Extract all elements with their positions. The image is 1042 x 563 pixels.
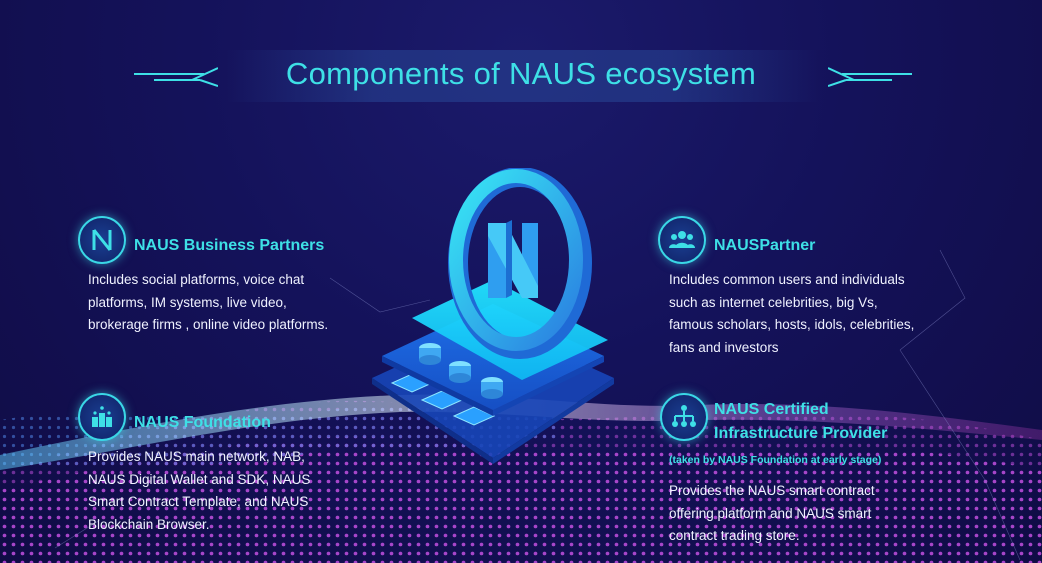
infrastructure-heading-line1: NAUS Certified [714, 401, 829, 418]
foundation-description: Provides NAUS main network, NAB, NAUS Di… [88, 446, 388, 536]
description-line: Provides the NAUS smart contract [669, 483, 875, 498]
people-group-icon [658, 216, 706, 264]
podium-icon [78, 393, 126, 441]
infrastructure-heading-line2: Infrastructure Provider [714, 425, 888, 442]
naus-partner-description: Includes common users and individuals su… [669, 269, 969, 359]
description-line: contract trading store. [669, 528, 800, 543]
business-partners-heading: NAUS Business Partners [134, 237, 325, 254]
description-line: Includes social platforms, voice chat [88, 272, 305, 287]
description-line: brokerage firms , online video platforms… [88, 317, 329, 332]
title-banner [225, 50, 820, 102]
description-line: NAUS Digital Wallet and SDK, NAUS [88, 471, 311, 487]
title-left-decoration [134, 67, 218, 87]
naus-platform-illustration [372, 168, 614, 464]
description-line: platforms, IM systems, live video, [88, 294, 287, 310]
foundation-heading: NAUS Foundation [134, 414, 271, 431]
business-partners-description: Includes social platforms, voice chat pl… [88, 269, 388, 337]
description-line: Smart Contract Template, and NAUS [88, 494, 309, 509]
naus-logo-icon [78, 216, 126, 264]
description-line: Blockchain Browser. [88, 516, 210, 532]
title-right-decoration [828, 67, 912, 87]
description-line: fans and investors [669, 339, 779, 355]
description-line: Provides NAUS main network, NAB, [88, 449, 305, 464]
page-title: Components of NAUS ecosystem [285, 56, 757, 91]
infrastructure-description: Provides the NAUS smart contract offerin… [669, 480, 969, 548]
description-line: such as internet celebrities, big Vs, [669, 294, 878, 310]
network-hierarchy-icon [660, 393, 708, 441]
description-line: offering platform and NAUS smart [669, 505, 872, 521]
description-line: Includes common users and individuals [669, 272, 905, 287]
naus-partner-heading: NAUSPartner [714, 237, 816, 254]
description-line: famous scholars, hosts, idols, celebriti… [669, 317, 915, 332]
infrastructure-note: (taken by NAUS Foundation at early stage… [669, 454, 882, 466]
